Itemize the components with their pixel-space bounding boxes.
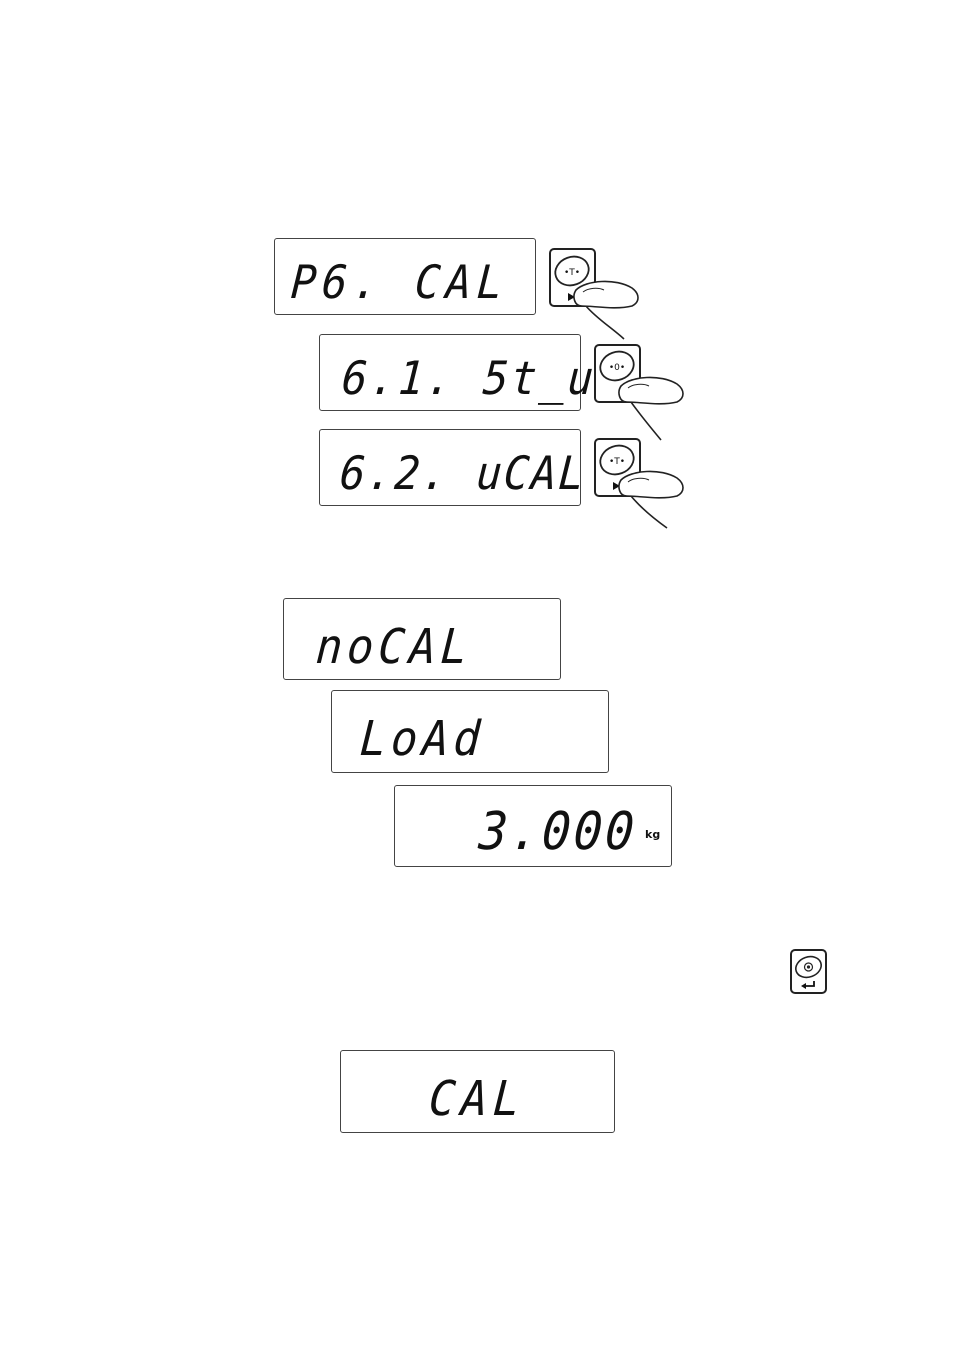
lcd-text-p6-cal: P6. CAL: [290, 259, 510, 305]
lcd-text-mass: 3.000: [477, 806, 638, 858]
zero-key-icon: •0•: [591, 342, 691, 442]
lcd-display-nocal: noCAL: [283, 598, 561, 680]
tare-key-button-2[interactable]: •T•: [591, 436, 691, 530]
lcd-text-load: LoAd: [358, 715, 486, 763]
enter-key-icon: [789, 948, 829, 996]
lcd-display-mass: 3.000 kg: [394, 785, 672, 867]
lcd-display-cal: CAL: [340, 1050, 615, 1133]
tare-key-icon: •T•: [591, 436, 691, 530]
svg-text:•0•: •0•: [609, 363, 625, 373]
svg-text:•T•: •T•: [609, 457, 625, 467]
enter-key-button[interactable]: [789, 948, 829, 996]
lcd-display-st-u: 6.1. 5t_u: [319, 334, 581, 411]
lcd-display-load: LoAd: [331, 690, 609, 773]
pressing-finger-icon: [619, 471, 683, 497]
lcd-text-st-u: 6.1. 5t_u: [341, 355, 598, 401]
lcd-text-cal: CAL: [427, 1075, 526, 1123]
lcd-text-ucal: 6.2. uCAL: [339, 450, 588, 496]
lcd-text-nocal: noCAL: [314, 623, 473, 671]
tare-key-button[interactable]: •T•: [546, 246, 646, 341]
lcd-unit-kg: kg: [645, 828, 660, 841]
lcd-display-p6-cal: P6. CAL: [274, 238, 536, 315]
pressing-finger-icon: [619, 377, 683, 403]
lcd-display-ucal: 6.2. uCAL: [319, 429, 581, 506]
tare-key-icon: •T•: [546, 246, 646, 341]
pressing-finger-icon: [574, 281, 638, 307]
zero-key-button[interactable]: •0•: [591, 342, 691, 442]
svg-text:•T•: •T•: [564, 268, 580, 278]
